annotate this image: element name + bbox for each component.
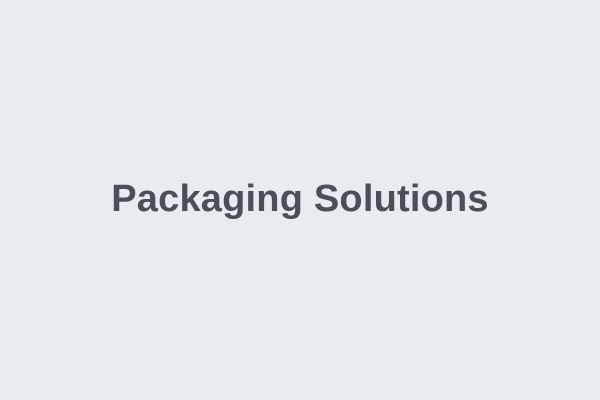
placeholder-title: Packaging Solutions (111, 178, 489, 220)
